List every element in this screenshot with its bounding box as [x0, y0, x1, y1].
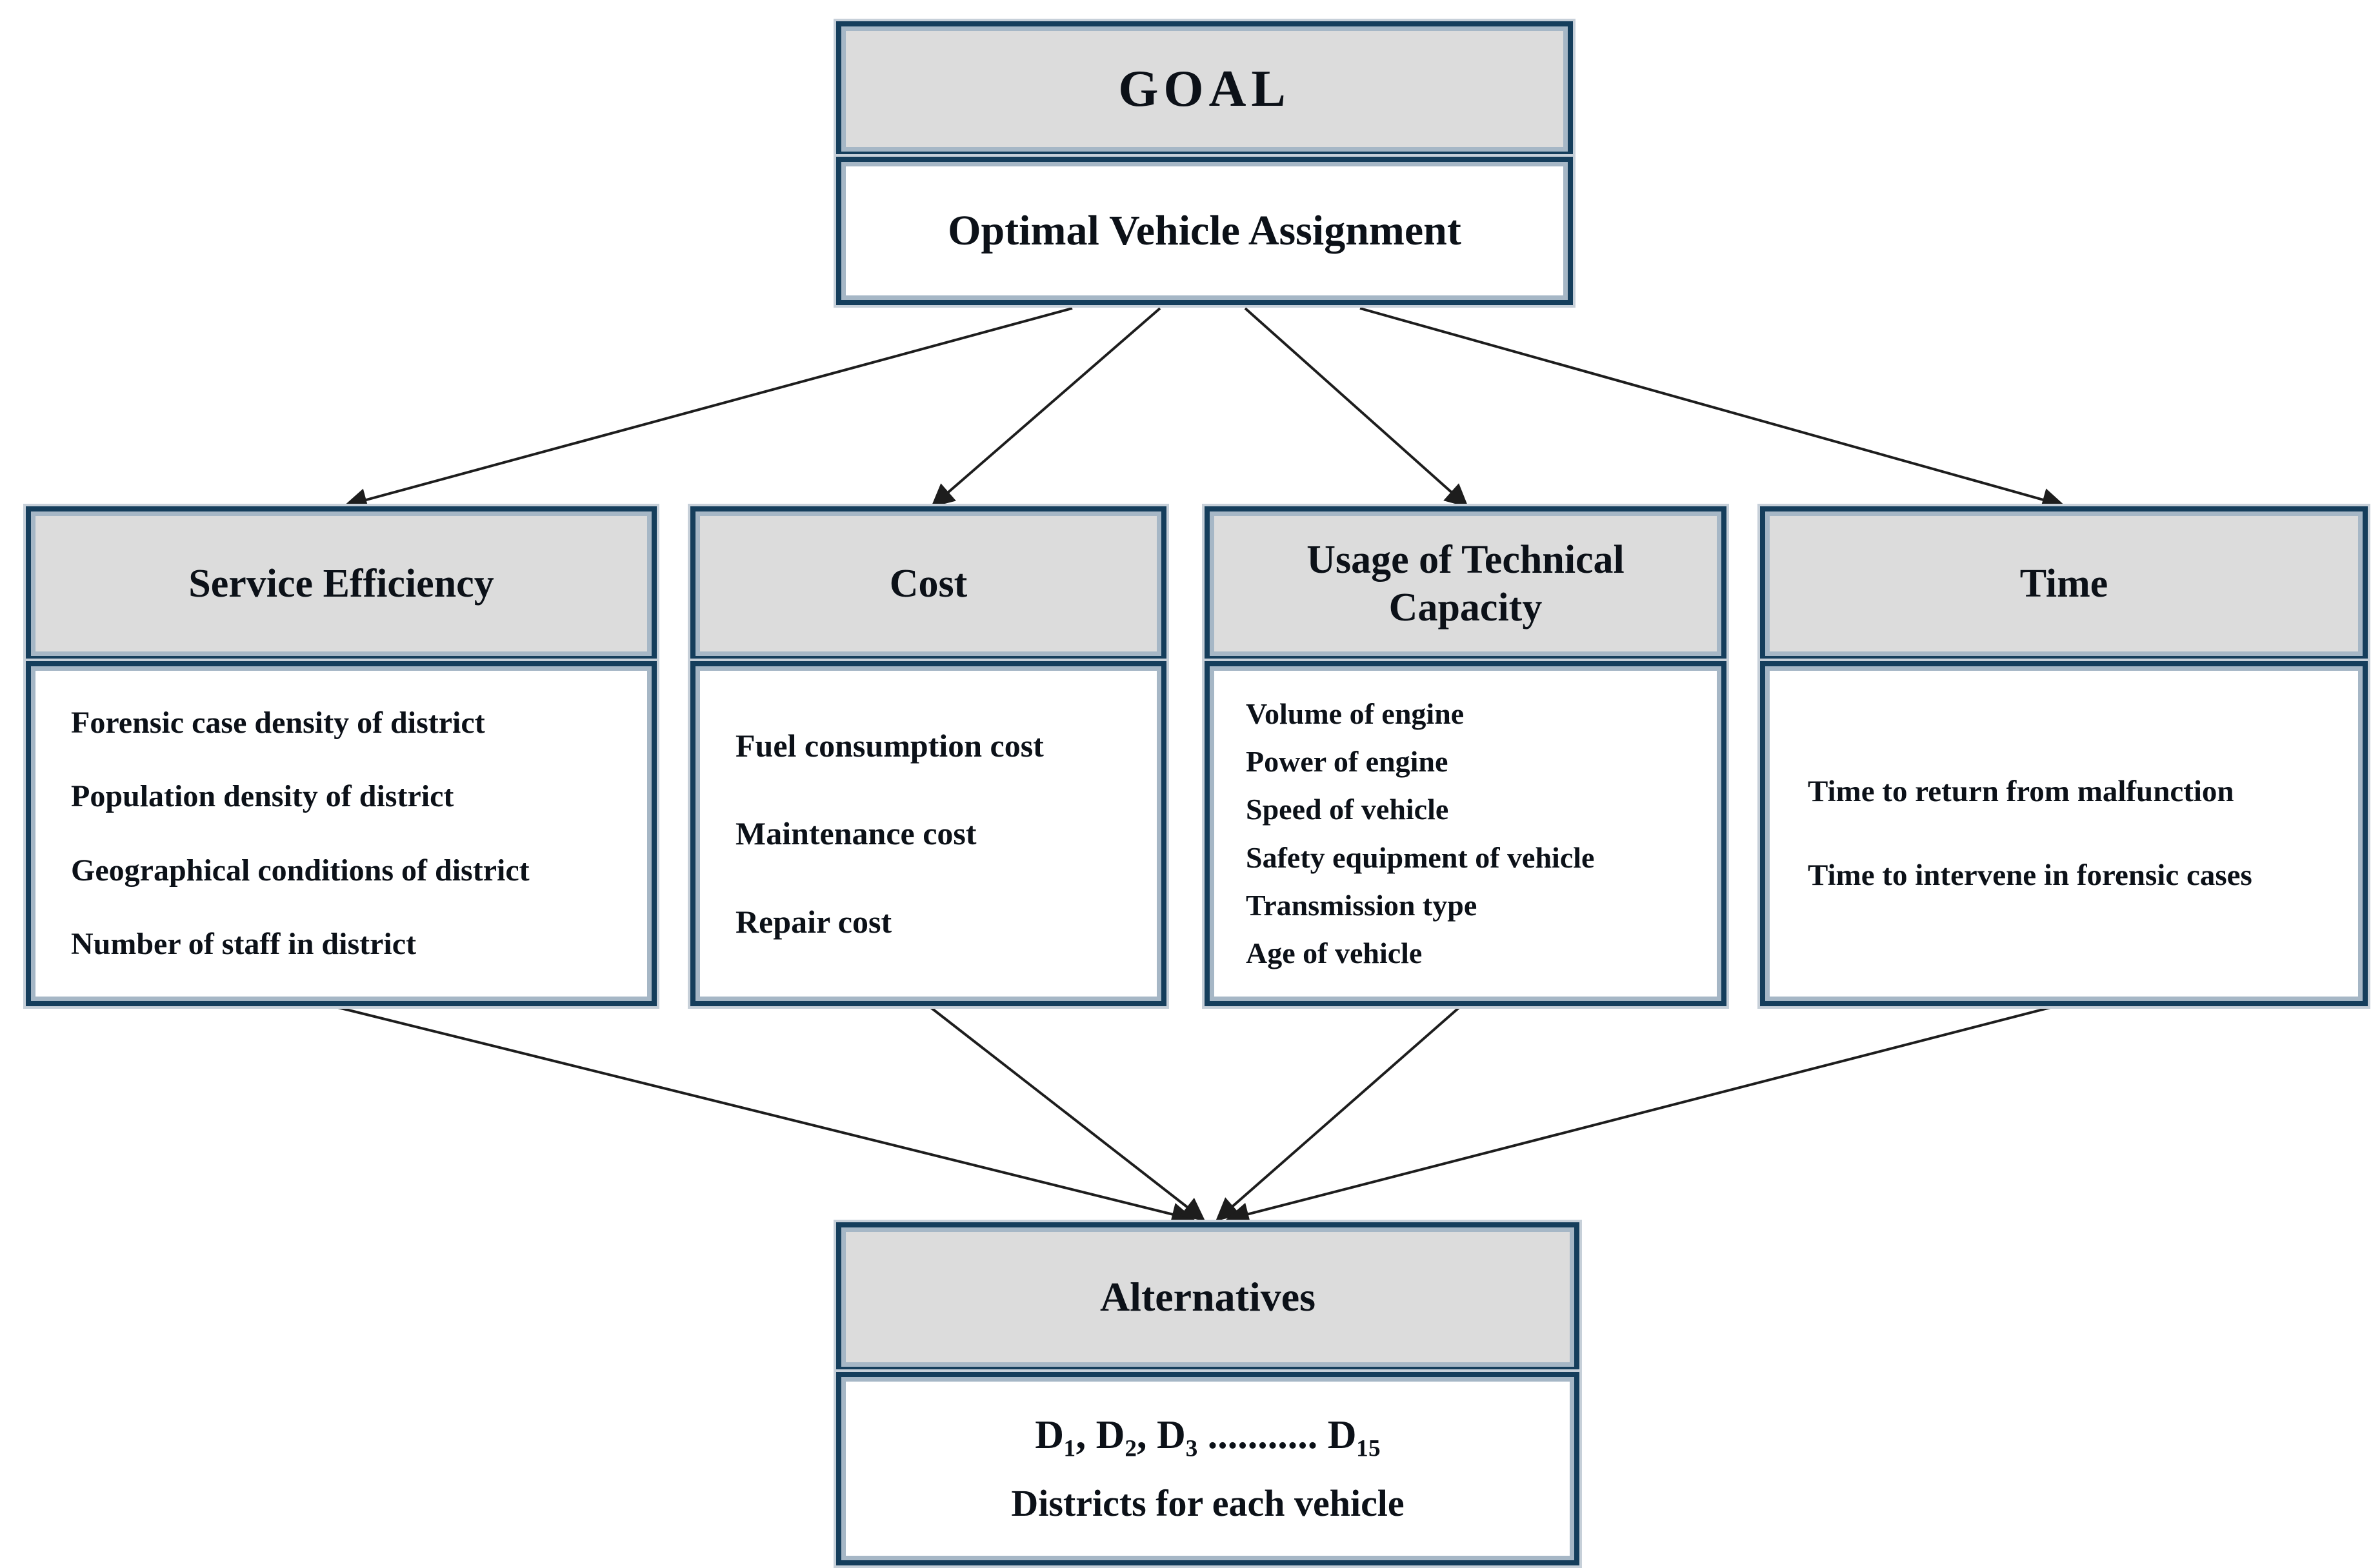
- goal-statement: Optimal Vehicle Assignment: [948, 207, 1461, 254]
- criterion-cost-header: Cost: [690, 506, 1166, 661]
- criterion-time-header: Time: [1760, 506, 2368, 661]
- alternatives-title: Alternatives: [1099, 1274, 1316, 1320]
- criterion-item: Speed of vehicle: [1246, 793, 1449, 826]
- criterion-service-efficiency-body: Forensic case density of district Popula…: [26, 661, 657, 1006]
- goal-header-box: GOAL: [836, 21, 1573, 157]
- criterion-title: Usage of Technical Capacity: [1306, 537, 1625, 630]
- criterion-cost-body: Fuel consumption cost Maintenance cost R…: [690, 661, 1166, 1006]
- goal-body-box: Optimal Vehicle Assignment: [836, 157, 1573, 305]
- criterion-item: Geographical conditions of district: [71, 853, 530, 888]
- alternatives-body-box: D₁, D₂, D₃ ........... D₁₅ Districts for…: [836, 1372, 1579, 1565]
- arrow-goal-to-usage: [1244, 307, 1469, 508]
- criterion-service-efficiency-header: Service Efficiency: [26, 506, 657, 661]
- criterion-usage-body: Volume of engine Power of engine Speed o…: [1205, 661, 1726, 1006]
- arrow-time-to-alternatives: [1225, 1005, 2056, 1226]
- alternatives-description: Districts for each vehicle: [1011, 1482, 1405, 1524]
- arrow-usage-to-alternatives: [1215, 1005, 1462, 1222]
- criterion-item: Safety equipment of vehicle: [1246, 840, 1595, 874]
- criterion-item: Maintenance cost: [735, 815, 977, 852]
- criterion-title: Time: [2019, 561, 2108, 606]
- criterion-item: Power of engine: [1246, 744, 1448, 778]
- criterion-item: Repair cost: [735, 903, 892, 940]
- criterion-usage-header: Usage of Technical Capacity: [1205, 506, 1726, 661]
- arrow-goal-to-service-efficiency: [343, 307, 1073, 511]
- criterion-item: Volume of engine: [1246, 697, 1465, 730]
- alternatives-header-box: Alternatives: [836, 1222, 1579, 1372]
- criterion-item: Age of vehicle: [1246, 937, 1423, 970]
- criterion-item: Forensic case density of district: [71, 705, 485, 740]
- arrow-goal-to-time: [1359, 307, 2066, 511]
- goal-title: GOAL: [1118, 60, 1291, 117]
- criterion-item: Transmission type: [1246, 888, 1477, 922]
- criterion-item: Fuel consumption cost: [735, 727, 1044, 764]
- criterion-title: Cost: [889, 561, 968, 606]
- arrow-service-efficiency-to-alternatives: [332, 1005, 1196, 1226]
- arrow-cost-to-alternatives: [928, 1005, 1206, 1222]
- criterion-time-body: Time to return from malfunction Time to …: [1760, 661, 2368, 1006]
- arrow-goal-to-cost: [930, 307, 1161, 508]
- criterion-item: Time to return from malfunction: [1808, 775, 2234, 809]
- criterion-title: Service Efficiency: [188, 561, 494, 606]
- criterion-item: Number of staff in district: [71, 926, 417, 961]
- criterion-item: Time to intervene in forensic cases: [1808, 858, 2252, 892]
- criterion-item: Population density of district: [71, 779, 454, 814]
- alternatives-districts-range: D₁, D₂, D₃ ........... D₁₅: [1035, 1413, 1381, 1457]
